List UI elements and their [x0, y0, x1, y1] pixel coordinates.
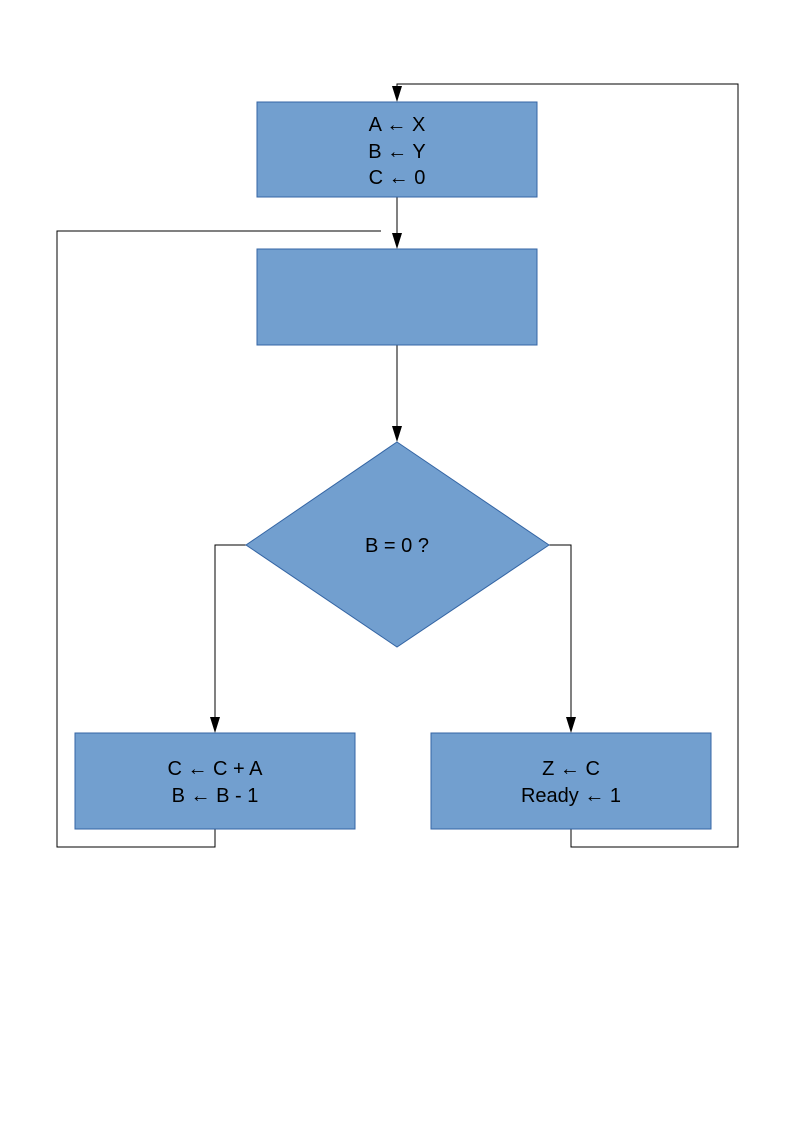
connectors	[56, 83, 739, 848]
node-init-line-1: A ← X	[369, 114, 426, 136]
node-init-line-3: C ← 0	[369, 167, 426, 189]
node-decision: B = 0 ?	[245, 441, 550, 648]
edge-finish-to-init	[392, 83, 739, 848]
node-finish: Z ← C Ready ← 1	[430, 732, 712, 830]
arrowhead-icon	[392, 426, 402, 442]
node-loop-body-line-2: B ← B - 1	[172, 785, 259, 807]
arrowhead-icon	[392, 86, 402, 102]
arrowhead-icon	[566, 717, 576, 733]
node-loop-body-line-1: C ← C + A	[167, 758, 263, 780]
edge-loop-body-to-step	[56, 230, 381, 848]
node-init: A ← X B ← Y C ← 0	[256, 101, 538, 198]
edge-init-to-step	[392, 197, 402, 249]
node-finish-line-2: Ready ← 1	[521, 785, 621, 807]
edge-decision-to-loop-body	[210, 544, 246, 733]
node-decision-label: B = 0 ?	[365, 535, 429, 557]
node-loop-body: C ← C + A B ← B - 1	[74, 732, 356, 830]
node-init-line-2: B ← Y	[368, 141, 425, 163]
arrowhead-icon	[392, 233, 402, 249]
node-finish-line-1: Z ← C	[542, 758, 600, 780]
node-step	[256, 248, 538, 346]
edge-step-to-decision	[392, 345, 402, 442]
edge-decision-to-finish	[549, 544, 576, 733]
arrowhead-icon	[210, 717, 220, 733]
